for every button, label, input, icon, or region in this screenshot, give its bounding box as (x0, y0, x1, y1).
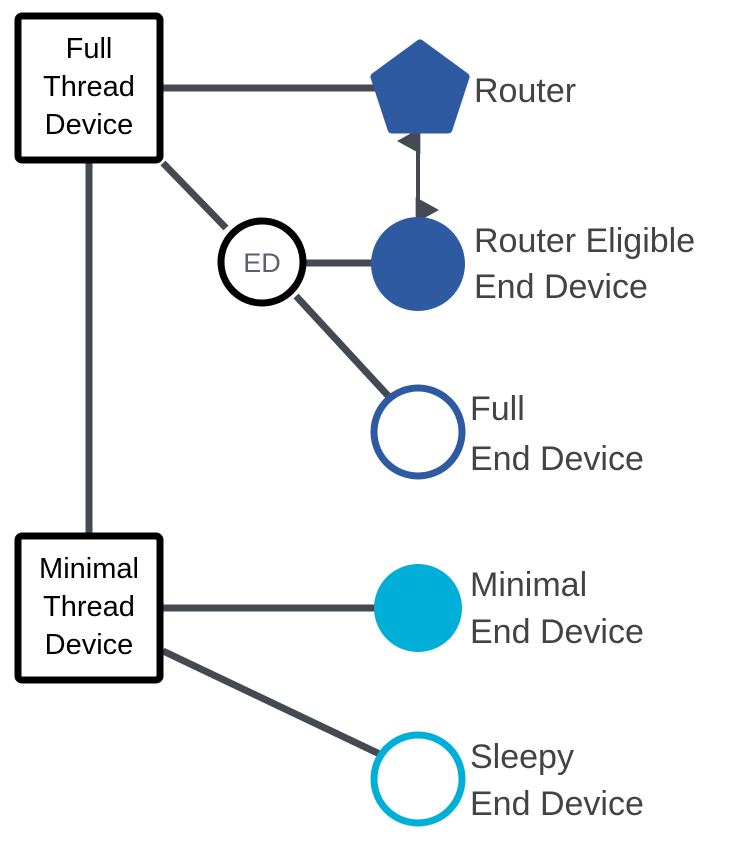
connector-mtd-to-sleepy-end-device (161, 647, 388, 761)
connector-layer (85, 84, 395, 761)
legend-label-reed-line-2: End Device (474, 268, 648, 306)
legend-label-minimal-end-device-line-1: Minimal (470, 566, 587, 604)
full-end-device-circle-icon[interactable] (370, 384, 466, 480)
legend-item-full-end-device[interactable]: Full End Device (370, 384, 644, 480)
connector-ed-hub-to-full-end-device (293, 293, 395, 403)
full-thread-device-label-line-1: Full (66, 33, 113, 65)
legend-item-router[interactable]: Router (370, 39, 576, 134)
connector-ftd-to-ed-hub (160, 160, 229, 231)
legend-item-minimal-end-device[interactable]: Minimal End Device (374, 564, 644, 652)
legend-label-full-end-device-line-2: End Device (470, 440, 644, 478)
legend-label-sleepy-end-device-line-2: End Device (470, 785, 644, 823)
end-device-hub-label: ED (243, 248, 281, 278)
full-thread-device-label-line-2: Thread (43, 71, 135, 103)
end-device-hub-node[interactable]: ED (217, 217, 307, 307)
minimal-thread-device-box[interactable] (14, 532, 164, 684)
minimal-thread-device-label-line-3: Device (45, 629, 134, 661)
full-thread-device-box[interactable] (14, 12, 164, 164)
legend-item-router-eligible-end-device[interactable]: Router Eligible End Device (371, 217, 695, 311)
legend-item-sleepy-end-device[interactable]: Sleepy End Device (370, 731, 644, 827)
legend-label-router-line-1: Router (474, 72, 576, 110)
legend-label-full-end-device-line-1: Full (470, 390, 525, 428)
minimal-thread-device-node[interactable]: Minimal Thread Device (14, 532, 164, 684)
full-thread-device-node[interactable]: Full Thread Device (14, 12, 164, 164)
minimal-thread-device-label-line-2: Thread (43, 591, 135, 623)
legend-label-reed-line-1: Router Eligible (474, 222, 695, 260)
legend-label-sleepy-end-device-line-1: Sleepy (470, 738, 574, 776)
minimal-end-device-circle-icon[interactable] (374, 564, 462, 652)
end-device-hub-circle[interactable] (217, 217, 307, 307)
router-eligible-end-device-circle-icon[interactable] (371, 217, 465, 311)
legend-label-minimal-end-device-line-2: End Device (470, 613, 644, 651)
full-thread-device-label-line-3: Device (45, 109, 134, 141)
minimal-thread-device-label-line-1: Minimal (39, 553, 139, 585)
router-pentagon-icon[interactable] (370, 39, 470, 134)
sleepy-end-device-circle-icon[interactable] (370, 731, 466, 827)
